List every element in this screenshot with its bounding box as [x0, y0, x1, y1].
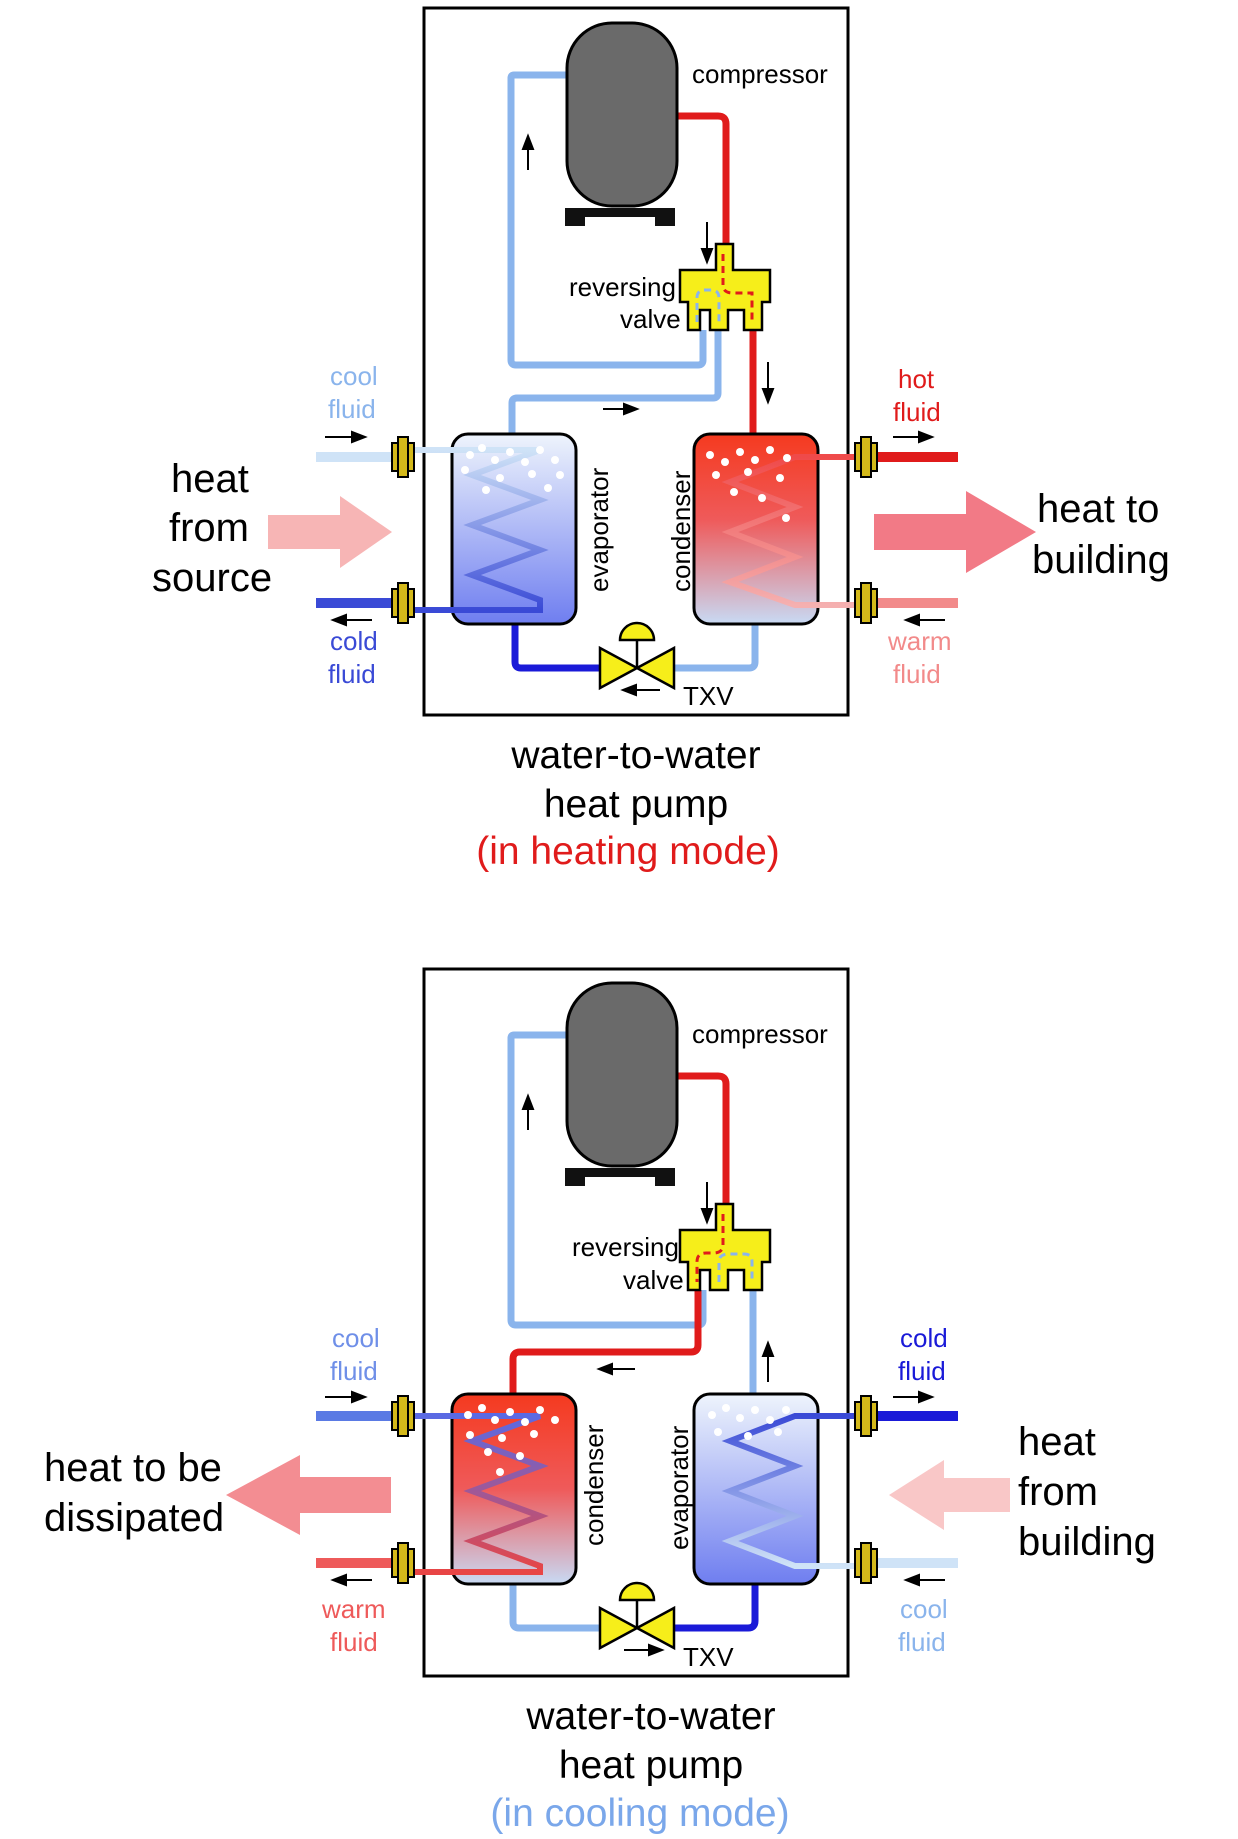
bubbles: [706, 446, 791, 522]
condenser-coil: [721, 454, 860, 608]
bubbles: [464, 1404, 559, 1476]
fluid-label: fluid: [898, 1627, 946, 1657]
reversing-valve-label: valve: [623, 1265, 684, 1295]
caption: water-to-water: [510, 734, 760, 777]
evaporator: [692, 1392, 820, 1586]
condenser-label: condenser: [666, 470, 696, 592]
flow-arrow-icon: [325, 1093, 945, 1657]
bubbles: [461, 444, 564, 494]
side-label: heat: [171, 457, 249, 501]
condenser-label: condenser: [579, 1424, 609, 1546]
reversing-valve-label: reversing: [572, 1232, 679, 1262]
fluid-label: cool: [332, 1323, 380, 1353]
fluid-label: cold: [900, 1323, 948, 1353]
evaporator-label: evaporator: [664, 1425, 694, 1550]
side-label: heat to be: [44, 1446, 222, 1490]
side-label: building: [1032, 538, 1170, 582]
fluid-label: fluid: [328, 659, 376, 689]
side-label: building: [1018, 1520, 1156, 1564]
fluid-label: fluid: [898, 1356, 946, 1386]
heat-flow-arrow-icon: [226, 1455, 391, 1535]
reversing-valve: [678, 1202, 772, 1292]
compressor: [565, 981, 679, 1168]
caption: heat pump: [559, 1744, 743, 1787]
reversing-valve: [678, 242, 772, 332]
side-label: heat to: [1037, 487, 1159, 531]
suction-pipe: [507, 1031, 707, 1329]
liquid-line-cold: [511, 615, 600, 672]
side-label: from: [169, 506, 249, 550]
fluid-label: fluid: [330, 1356, 378, 1386]
evaporator-coil: [721, 1413, 860, 1569]
fluid-label: fluid: [328, 394, 376, 424]
compressor-label: compressor: [692, 1019, 828, 1049]
fluid-label: hot: [898, 364, 935, 394]
liquid-line-cool: [509, 1575, 600, 1632]
txv-label: TXV: [683, 1642, 734, 1672]
fluid-label: fluid: [893, 659, 941, 689]
side-label: source: [152, 556, 272, 600]
valve-to-condenser-pipe: [509, 1290, 702, 1400]
reversing-valve-label: reversing: [569, 272, 676, 302]
fluid-label: fluid: [893, 397, 941, 427]
cooling-panel: compressor reversing valve condenser eva…: [44, 967, 1156, 1835]
side-label: heat: [1018, 1420, 1096, 1464]
discharge-pipe: [677, 1072, 730, 1220]
fluid-label: fluid: [330, 1627, 378, 1657]
heat-flow-arrow-icon: [874, 491, 1036, 573]
caption: heat pump: [544, 783, 728, 826]
suction-pipe: [507, 71, 707, 369]
liquid-line-cool: [674, 615, 759, 672]
heat-pump-enclosure: [422, 967, 850, 1678]
caption-mode: (in cooling mode): [490, 1792, 789, 1835]
condenser-coil: [405, 1413, 549, 1575]
fluid-label: cool: [900, 1594, 948, 1624]
reversing-valve-label: valve: [620, 304, 681, 334]
heating-panel: compressor reversing valve evaporator co…: [152, 6, 1170, 873]
heat-flow-arrow-icon: [889, 1460, 1010, 1530]
heat-flow-arrow-icon: [268, 496, 392, 568]
valve-to-evaporator-pipe: [508, 330, 722, 440]
txv-valve-icon: [598, 1581, 676, 1651]
txv-label: TXV: [683, 681, 734, 711]
compressor-label: compressor: [692, 59, 828, 89]
fluid-label: warm: [887, 626, 952, 656]
fitting-icon: [391, 436, 878, 624]
txv-valve-icon: [598, 621, 676, 691]
evaporator-label: evaporator: [584, 467, 614, 592]
compressor: [565, 21, 679, 208]
liquid-line-cold: [674, 1575, 759, 1632]
flow-arrow-icon: [325, 133, 945, 697]
compressor-base: [565, 208, 675, 217]
compressor-base: [565, 1168, 675, 1177]
side-label: dissipated: [44, 1496, 224, 1540]
caption-mode: (in heating mode): [476, 830, 780, 873]
fluid-label: cool: [330, 361, 378, 391]
fluid-label: warm: [321, 1594, 386, 1624]
side-label: from: [1018, 1470, 1098, 1514]
heat-pump-enclosure: [422, 6, 850, 717]
fitting-icon: [391, 1395, 878, 1584]
evaporator-coil: [405, 447, 549, 613]
fluid-label: cold: [330, 626, 378, 656]
discharge-pipe: [677, 112, 730, 260]
bubbles: [708, 1404, 790, 1440]
caption: water-to-water: [525, 1695, 775, 1738]
